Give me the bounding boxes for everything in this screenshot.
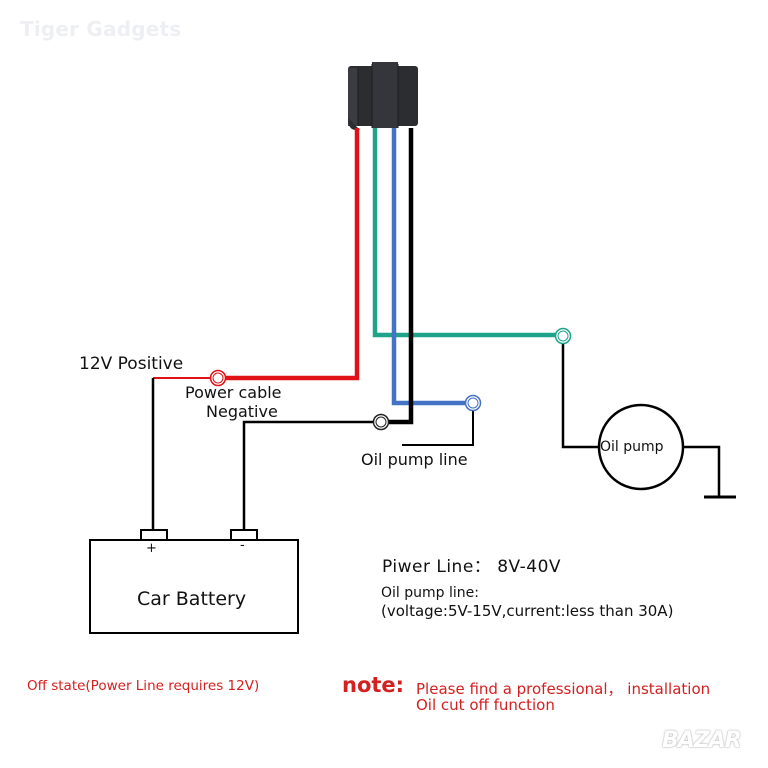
node-oil-pump (554, 327, 572, 345)
wire-red (226, 128, 360, 381)
label-12v-positive: 12V Positive (79, 354, 184, 374)
battery-body (89, 539, 299, 634)
label-oil-pump-line: Oil pump line (361, 450, 468, 469)
label-power-cable: Power cable (185, 383, 282, 402)
wire-black (389, 128, 414, 425)
oil-pump-feed-lead (561, 343, 599, 449)
note-off-state: Off state(Power Line requires 12V) (27, 678, 260, 694)
battery-terminal-positive (140, 529, 168, 541)
spec-oil-pump-line-detail: (voltage:5V-15V,current:less than 30A) (381, 602, 674, 620)
label-battery-minus: - (240, 538, 245, 553)
wire-teal (372, 128, 556, 338)
node-oil-pump-line (464, 394, 482, 412)
spec-power-line: Piwer Line： 8V-40V (382, 557, 562, 577)
label-battery-plus: + (146, 541, 157, 556)
note-line-2: Oil cut off function (416, 696, 555, 714)
ground-lead (684, 445, 721, 497)
oil-pump-symbol (597, 403, 685, 491)
note-line-1: Please find a professional， installation (416, 680, 711, 698)
node-negative (372, 413, 390, 431)
oil-pump-line-lead (402, 411, 474, 446)
label-car-battery: Car Battery (137, 588, 247, 610)
spec-oil-pump-line-title: Oil pump line: (381, 585, 479, 601)
negative-lead (242, 420, 373, 530)
note-label: note: (342, 673, 405, 697)
label-negative: Negative (206, 402, 278, 421)
battery-terminal-negative (230, 529, 258, 541)
relay-connector (348, 62, 418, 130)
wire-blue (391, 128, 466, 406)
watermark-bazar: BAZAR (662, 728, 742, 753)
watermark-tiger-gadgets: Tiger Gadgets (20, 17, 182, 41)
label-oil-pump: Oil pump (600, 439, 664, 455)
node-positive (209, 369, 227, 387)
